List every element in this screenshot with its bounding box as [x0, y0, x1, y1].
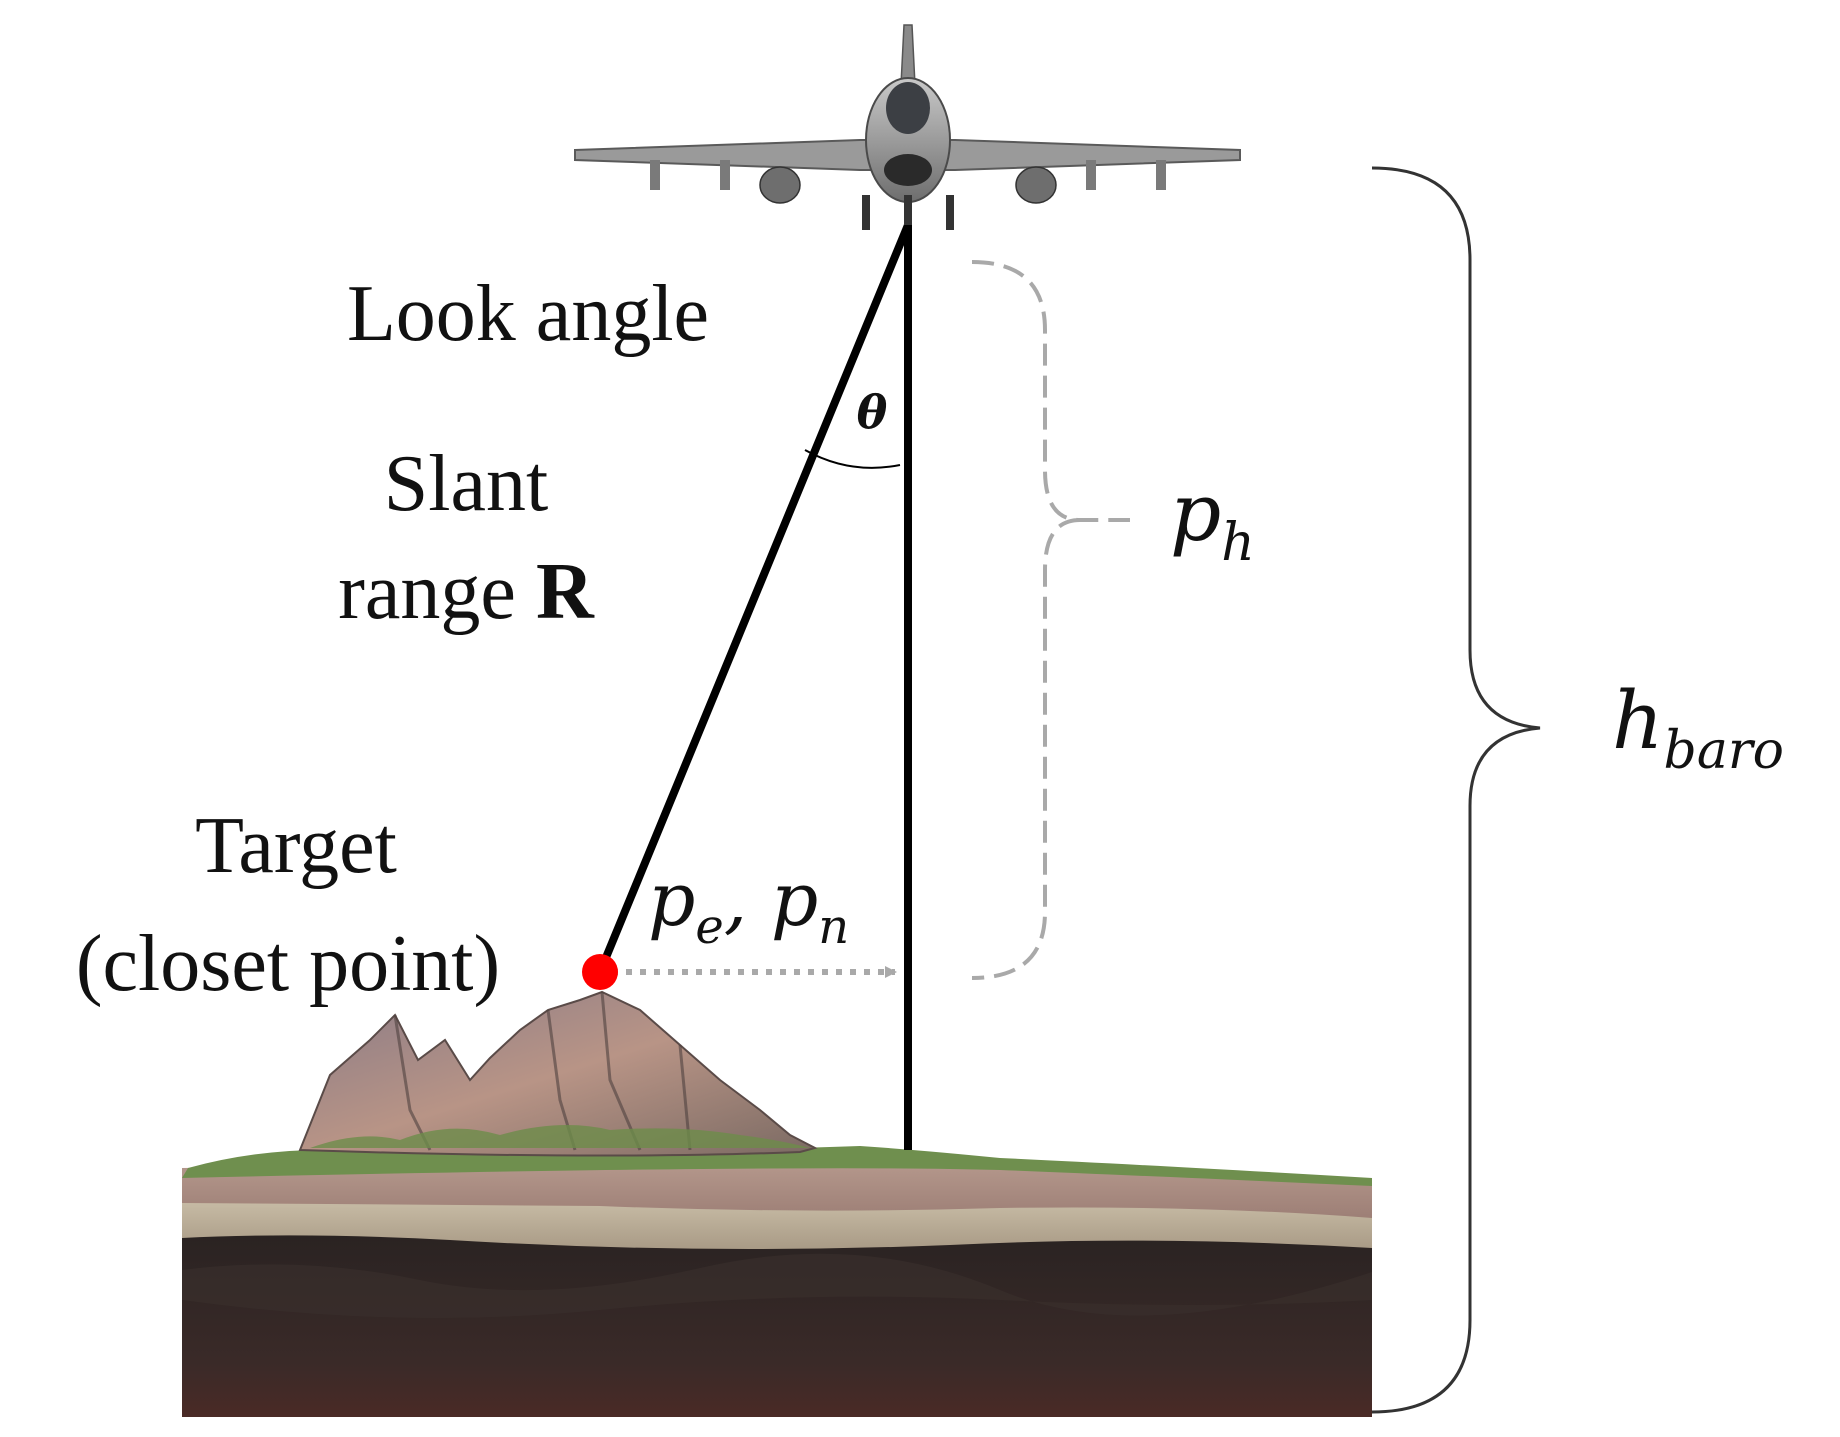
jet-intake [884, 154, 932, 186]
pe-symbol: p [648, 857, 695, 943]
mountain-vegetation [310, 1125, 810, 1148]
ph-dashed-brace [971, 260, 1130, 980]
hbaro-brace [1371, 166, 1541, 1414]
hbaro-subscript: baro [1664, 721, 1784, 781]
grass-surface [182, 1146, 1372, 1186]
pe-subscript: e [695, 899, 723, 955]
ph-subscript: h [1221, 513, 1255, 573]
ph-symbol: p [1170, 466, 1221, 559]
jet-canopy [886, 82, 930, 134]
jet-gear-left [862, 195, 870, 230]
pn-subscript: n [818, 899, 849, 955]
jet-gear-right [946, 195, 954, 230]
jet-missile-left-outer [650, 160, 660, 190]
sand-layer [182, 1200, 1372, 1249]
jet-pod-right [1015, 166, 1057, 204]
rock-texture [182, 1253, 1372, 1318]
look-angle-arc [804, 449, 901, 469]
slant-range-symbol: R [536, 548, 595, 636]
slant-label-line2: range R [338, 548, 595, 636]
look-angle-label: Look angle [347, 270, 709, 358]
slant-label-line1: Slant [384, 440, 548, 528]
theta-label: θ [857, 385, 888, 439]
fighter-jet-icon [574, 24, 1241, 230]
slant-range-line [596, 223, 912, 974]
jet-missile-right-inner [1086, 160, 1096, 190]
jet-missile-left-inner [720, 160, 730, 190]
hbaro-symbol: h [1612, 674, 1664, 767]
jet-gear-center [904, 195, 912, 225]
ph-label: ph [1170, 466, 1255, 573]
pe-pn-label: pe, pn [648, 857, 849, 955]
jet-missile-right-outer [1156, 160, 1166, 190]
target-label-line1: Target [195, 802, 397, 890]
jet-pod-left [759, 166, 801, 204]
target-label-line2: (closet point) [76, 920, 500, 1008]
pn-symbol: p [771, 857, 818, 943]
mountain-ridge-shading [393, 991, 692, 1151]
pe-pn-separator: , [724, 857, 771, 943]
terrain-block [182, 990, 1372, 1417]
hbaro-label: hbaro [1612, 674, 1784, 781]
target-point [582, 954, 618, 990]
slant-range-word: range [338, 548, 516, 636]
